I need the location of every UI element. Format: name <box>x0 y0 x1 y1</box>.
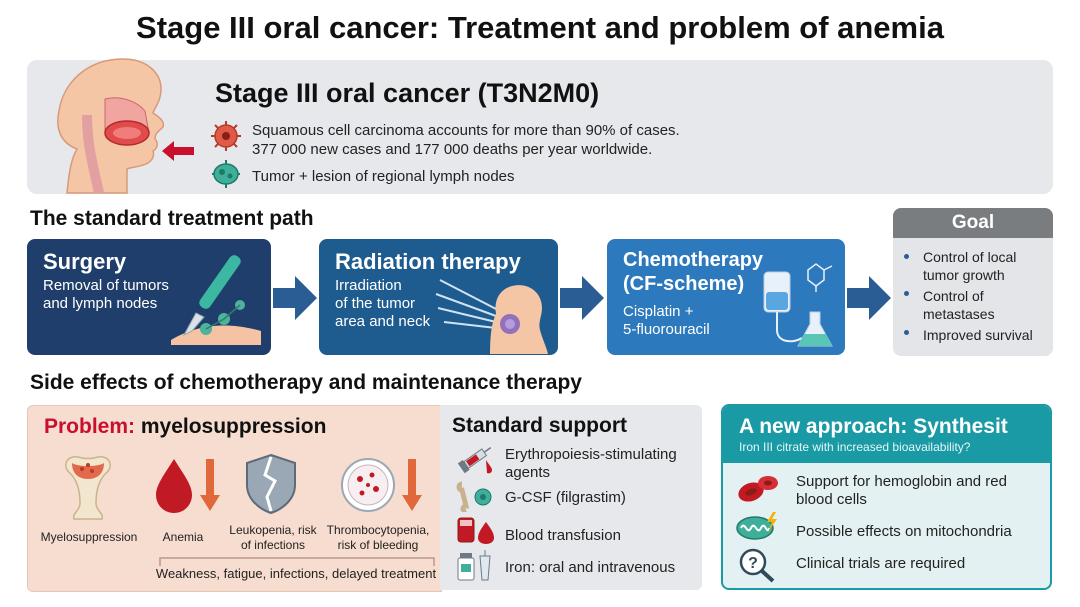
new-approach-panel: A new approach: Synthesit Iron III citra… <box>721 404 1052 590</box>
goal-item-1b: tumor growth <box>923 267 1005 283</box>
syringe-icon <box>457 447 492 474</box>
fact-lymph-nodes: Tumor + lesion of regional lymph nodes <box>252 168 515 185</box>
radiation-title: Radiation therapy <box>335 249 521 274</box>
fact-carcinoma: Squamous cell carcinoma accounts for mor… <box>252 122 680 139</box>
surgery-text-1: Removal of tumors <box>43 277 169 294</box>
support-iron: Iron: oral and intravenous <box>505 559 676 576</box>
goal-heading: Goal <box>893 208 1053 238</box>
goal-item-3: Improved survival <box>923 327 1033 343</box>
leukopenia-label-1: Leukopenia, risk <box>229 523 317 537</box>
goal-item-1a: Control of local <box>923 249 1017 265</box>
mitochondria-icon <box>736 512 777 540</box>
problem-name: myelosuppression <box>140 415 327 438</box>
tumor-highlight <box>113 127 141 139</box>
goal-item-2a: Control of <box>923 288 984 304</box>
magnifier-question-icon: ? <box>739 548 775 583</box>
support-esa-2: agents <box>505 464 551 481</box>
radiation-head-icon <box>435 279 548 354</box>
consequences-text: Weakness, fatigue, infections, delayed t… <box>155 566 437 581</box>
throat <box>82 114 104 195</box>
radiation-text-1: Irradiation <box>335 277 402 294</box>
radiation-text-3: area and neck <box>335 313 431 330</box>
support-title: Standard support <box>452 414 628 437</box>
leukopenia-label-2: of infections <box>240 538 306 552</box>
page-title: Stage III oral cancer: Treatment and pro… <box>136 10 944 45</box>
thrombocytopenia-label-1: Thrombocytopenia, <box>326 523 430 537</box>
thrombocytopenia-label-2: risk of bleeding <box>337 538 419 552</box>
blood-bag-icon <box>457 517 494 544</box>
support-transfusion: Blood transfusion <box>505 527 621 544</box>
red-blood-cells-icon <box>738 476 778 502</box>
new-item-mitochondria: Possible effects on mitochondria <box>796 523 1012 540</box>
radiation-text-2: of the tumor <box>335 295 416 312</box>
goal-box: Goal Control of local tumor growth Contr… <box>893 208 1053 356</box>
new-item-clinical-trials: Clinical trials are required <box>796 555 966 572</box>
svg-text:?: ? <box>748 555 758 572</box>
new-approach-title: A new approach: Synthesit <box>739 415 1008 438</box>
bone-cell-icon <box>456 481 492 512</box>
arrow-surgery-to-radiation-icon <box>273 276 317 320</box>
blood-drop-down-icon <box>156 459 220 513</box>
scalpel-icon <box>171 255 261 345</box>
goal-item-2b: metastases <box>923 306 995 322</box>
head-profile-illustration <box>57 58 165 195</box>
goal-bullet-icon <box>904 330 909 335</box>
carcinoma-cell-icon <box>211 121 241 151</box>
chemo-text-2: 5-fluorouracil <box>623 321 710 338</box>
goal-bullet-icon <box>904 291 909 296</box>
overview-heading: Stage III oral cancer (T3N2M0) <box>215 78 600 108</box>
chemo-text-1: Cisplatin + <box>623 303 694 320</box>
arrow-chemo-to-goal-icon <box>847 276 891 320</box>
chemo-title-1: Chemotherapy <box>623 249 764 271</box>
new-item-hemoglobin-1: Support for hemoglobin and red <box>796 473 1007 490</box>
platelet-dish-icon <box>341 458 422 512</box>
new-approach-subtitle: Iron III citrate with increased bioavail… <box>739 440 971 454</box>
problem-title: Problem: myelosuppression <box>44 415 326 439</box>
myelosuppression-label: Myelosuppression <box>40 530 138 544</box>
support-gcsf: G-CSF (filgrastim) <box>505 489 626 506</box>
overview-panel <box>27 60 1053 194</box>
broken-shield-icon <box>246 453 296 515</box>
new-item-hemoglobin-2: blood cells <box>796 491 867 508</box>
side-effects-heading: Side effects of chemotherapy and mainten… <box>30 371 582 394</box>
bone-marrow-icon <box>65 456 111 520</box>
iron-supplement-icon <box>457 550 491 581</box>
chemo-title-2: (CF-scheme) <box>623 273 745 295</box>
arrow-radiation-to-chemo-icon <box>560 276 604 320</box>
problem-label: Problem: <box>44 415 136 438</box>
new-approach-header: A new approach: Synthesit Iron III citra… <box>723 406 1050 463</box>
iv-bag-flask-icon <box>763 263 833 347</box>
consequences-bracket <box>159 557 435 566</box>
anemia-label: Anemia <box>162 530 204 544</box>
surgery-title: Surgery <box>43 249 127 274</box>
tumor-pointer-arrow-icon <box>162 141 194 161</box>
lymph-node-icon <box>212 160 240 188</box>
goal-bullet-icon <box>904 254 909 259</box>
support-esa-1: Erythropoiesis-stimulating <box>505 446 677 463</box>
treatment-path-heading: The standard treatment path <box>30 207 314 230</box>
surgery-text-2: and lymph nodes <box>43 295 158 312</box>
fact-incidence: 377 000 new cases and 177 000 deaths per… <box>252 141 653 158</box>
